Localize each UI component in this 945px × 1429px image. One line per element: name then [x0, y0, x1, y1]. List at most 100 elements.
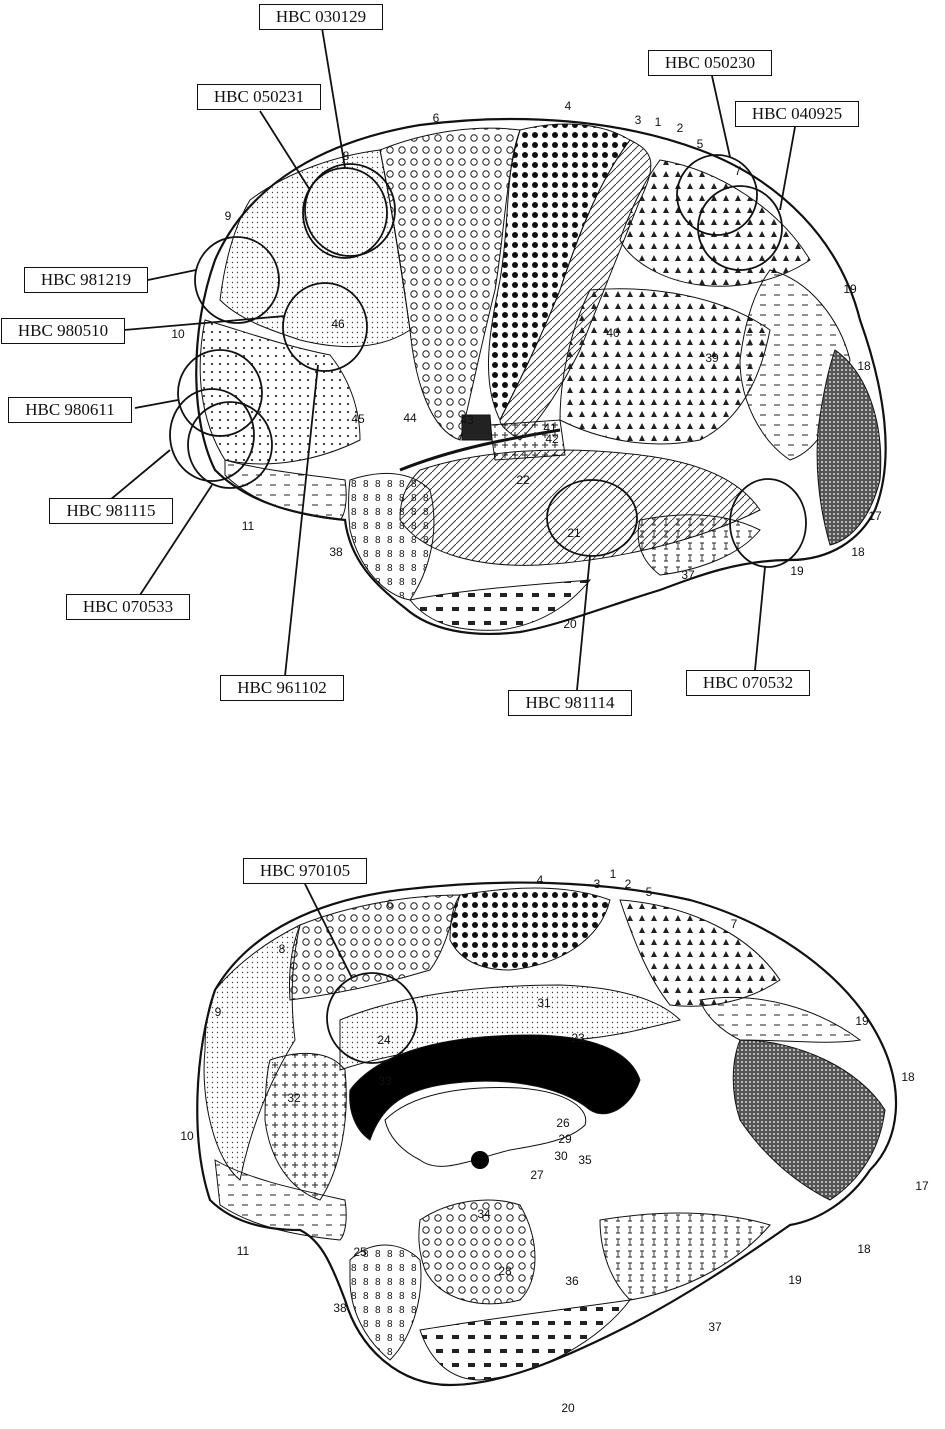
lateral-area-number: 45 — [351, 412, 365, 426]
label-hbc-980611: HBC 980611 — [8, 397, 132, 423]
area-37-lateral — [637, 514, 761, 576]
lateral-area-number: 21 — [567, 526, 581, 540]
lateral-area-number: 22 — [516, 473, 530, 487]
lateral-area-number: 46 — [331, 317, 345, 331]
roi-circle-040925 — [697, 185, 783, 271]
roi-circle-981219 — [194, 236, 280, 324]
label-hbc-980510: HBC 980510 — [1, 318, 125, 344]
ventricle-region — [384, 1087, 587, 1167]
label-hbc-070532: HBC 070532 — [686, 670, 810, 696]
medial-area-number: 37 — [708, 1320, 722, 1334]
label-hbc-981219: HBC 981219 — [24, 267, 148, 293]
medial-area-number: 26 — [556, 1116, 570, 1130]
label-hbc-050231: HBC 050231 — [197, 84, 321, 110]
medial-area-number: 4 — [537, 873, 544, 887]
lateral-area-number: 19 — [790, 564, 804, 578]
medial-area-number: 11 — [237, 1244, 250, 1258]
medial-area-number: 38 — [333, 1301, 347, 1315]
roi-circle-050230 — [676, 154, 758, 236]
leader-970105 — [304, 883, 353, 979]
medial-area-number: 36 — [565, 1274, 579, 1288]
roi-circle-980510 — [282, 282, 368, 372]
lateral-area-number: 19 — [843, 282, 857, 296]
medial-area-number: 3 — [594, 877, 601, 891]
lateral-area-number: 5 — [697, 137, 704, 151]
medial-area-number: 10 — [180, 1129, 194, 1143]
area-9-10-medial — [203, 924, 301, 1181]
medial-area-number: 18 — [901, 1070, 915, 1084]
leader-040925 — [779, 126, 796, 211]
area-20-lateral — [409, 579, 592, 631]
roi-circle-981115 — [169, 388, 255, 482]
lateral-area-number: 1 — [655, 115, 662, 129]
leader-070533 — [139, 484, 213, 596]
roi-circle-980611 — [177, 349, 263, 437]
lateral-area-number: 42 — [545, 432, 559, 446]
leader-981219 — [147, 269, 197, 281]
medial-area-number: 25 — [353, 1245, 367, 1259]
leader-961102 — [284, 364, 319, 677]
leader-070532 — [754, 566, 766, 671]
lateral-area-number: 9 — [225, 209, 232, 223]
area-4-medial — [449, 887, 611, 971]
area-40-39-lateral — [559, 288, 771, 445]
leader-050231 — [259, 110, 311, 191]
medial-area-number: 18 — [857, 1242, 871, 1256]
leader-981115 — [109, 449, 171, 501]
label-hbc-070533: HBC 070533 — [66, 594, 190, 620]
label-hbc-030129: HBC 030129 — [259, 4, 383, 30]
medial-area-number: 8 — [279, 942, 286, 956]
area-11-lateral — [224, 459, 347, 521]
area-37-medial — [599, 1212, 771, 1301]
roi-circle-070532 — [729, 478, 807, 568]
label-hbc-981114: HBC 981114 — [508, 690, 632, 716]
leader-030129 — [321, 27, 346, 169]
medial-area-number: 29 — [558, 1132, 572, 1146]
leader-980510 — [123, 315, 286, 331]
medial-area-number: 27 — [530, 1168, 544, 1182]
roi-annotations — [109, 27, 807, 1064]
area-20-medial — [419, 1299, 632, 1381]
area-5-7-lateral — [619, 159, 811, 287]
medial-area-number: 9 — [215, 1005, 222, 1019]
medial-area-number: 17 — [915, 1179, 929, 1193]
area-38-lateral — [348, 472, 435, 601]
medial-area-number: 20 — [561, 1401, 575, 1415]
medial-area-number: 34 — [477, 1207, 491, 1221]
label-hbc-970105: HBC 970105 — [243, 858, 367, 884]
lateral-area-number: 38 — [329, 545, 343, 559]
medial-area-number: 33 — [378, 1074, 392, 1088]
lateral-area-number: 41 — [543, 421, 557, 435]
leader-050230 — [711, 75, 731, 158]
label-hbc-961102: HBC 961102 — [220, 675, 344, 701]
area-19-medial — [699, 996, 862, 1043]
lateral-area-number: 44 — [403, 411, 417, 425]
lateral-area-number: 43 — [460, 413, 474, 427]
lateral-area-number: 18 — [851, 545, 865, 559]
medial-area-number: 32 — [287, 1091, 301, 1105]
medial-area-number: 5 — [646, 885, 653, 899]
area-38-medial — [349, 1244, 422, 1361]
lateral-area-number: 10 — [171, 327, 185, 341]
label-hbc-050230: HBC 050230 — [648, 50, 772, 76]
medial-area-number: 28 — [498, 1264, 512, 1278]
lateral-area-number: 11 — [242, 519, 255, 533]
medial-area-number: 24 — [377, 1033, 391, 1047]
lateral-area-number: 20 — [563, 617, 577, 631]
area-41-42-lateral — [489, 419, 566, 461]
lateral-area-number: 18 — [857, 359, 871, 373]
lateral-area-number: 7 — [735, 164, 742, 178]
medial-area-number: 6 — [387, 897, 394, 911]
lateral-area-number: 37 — [681, 568, 695, 582]
medial-area-number: 31 — [537, 996, 551, 1010]
label-hbc-040925: HBC 040925 — [735, 101, 859, 127]
medial-area-number: 1 — [610, 867, 617, 881]
label-hbc-981115: HBC 981115 — [49, 498, 173, 524]
area-28-34-medial — [418, 1199, 536, 1305]
